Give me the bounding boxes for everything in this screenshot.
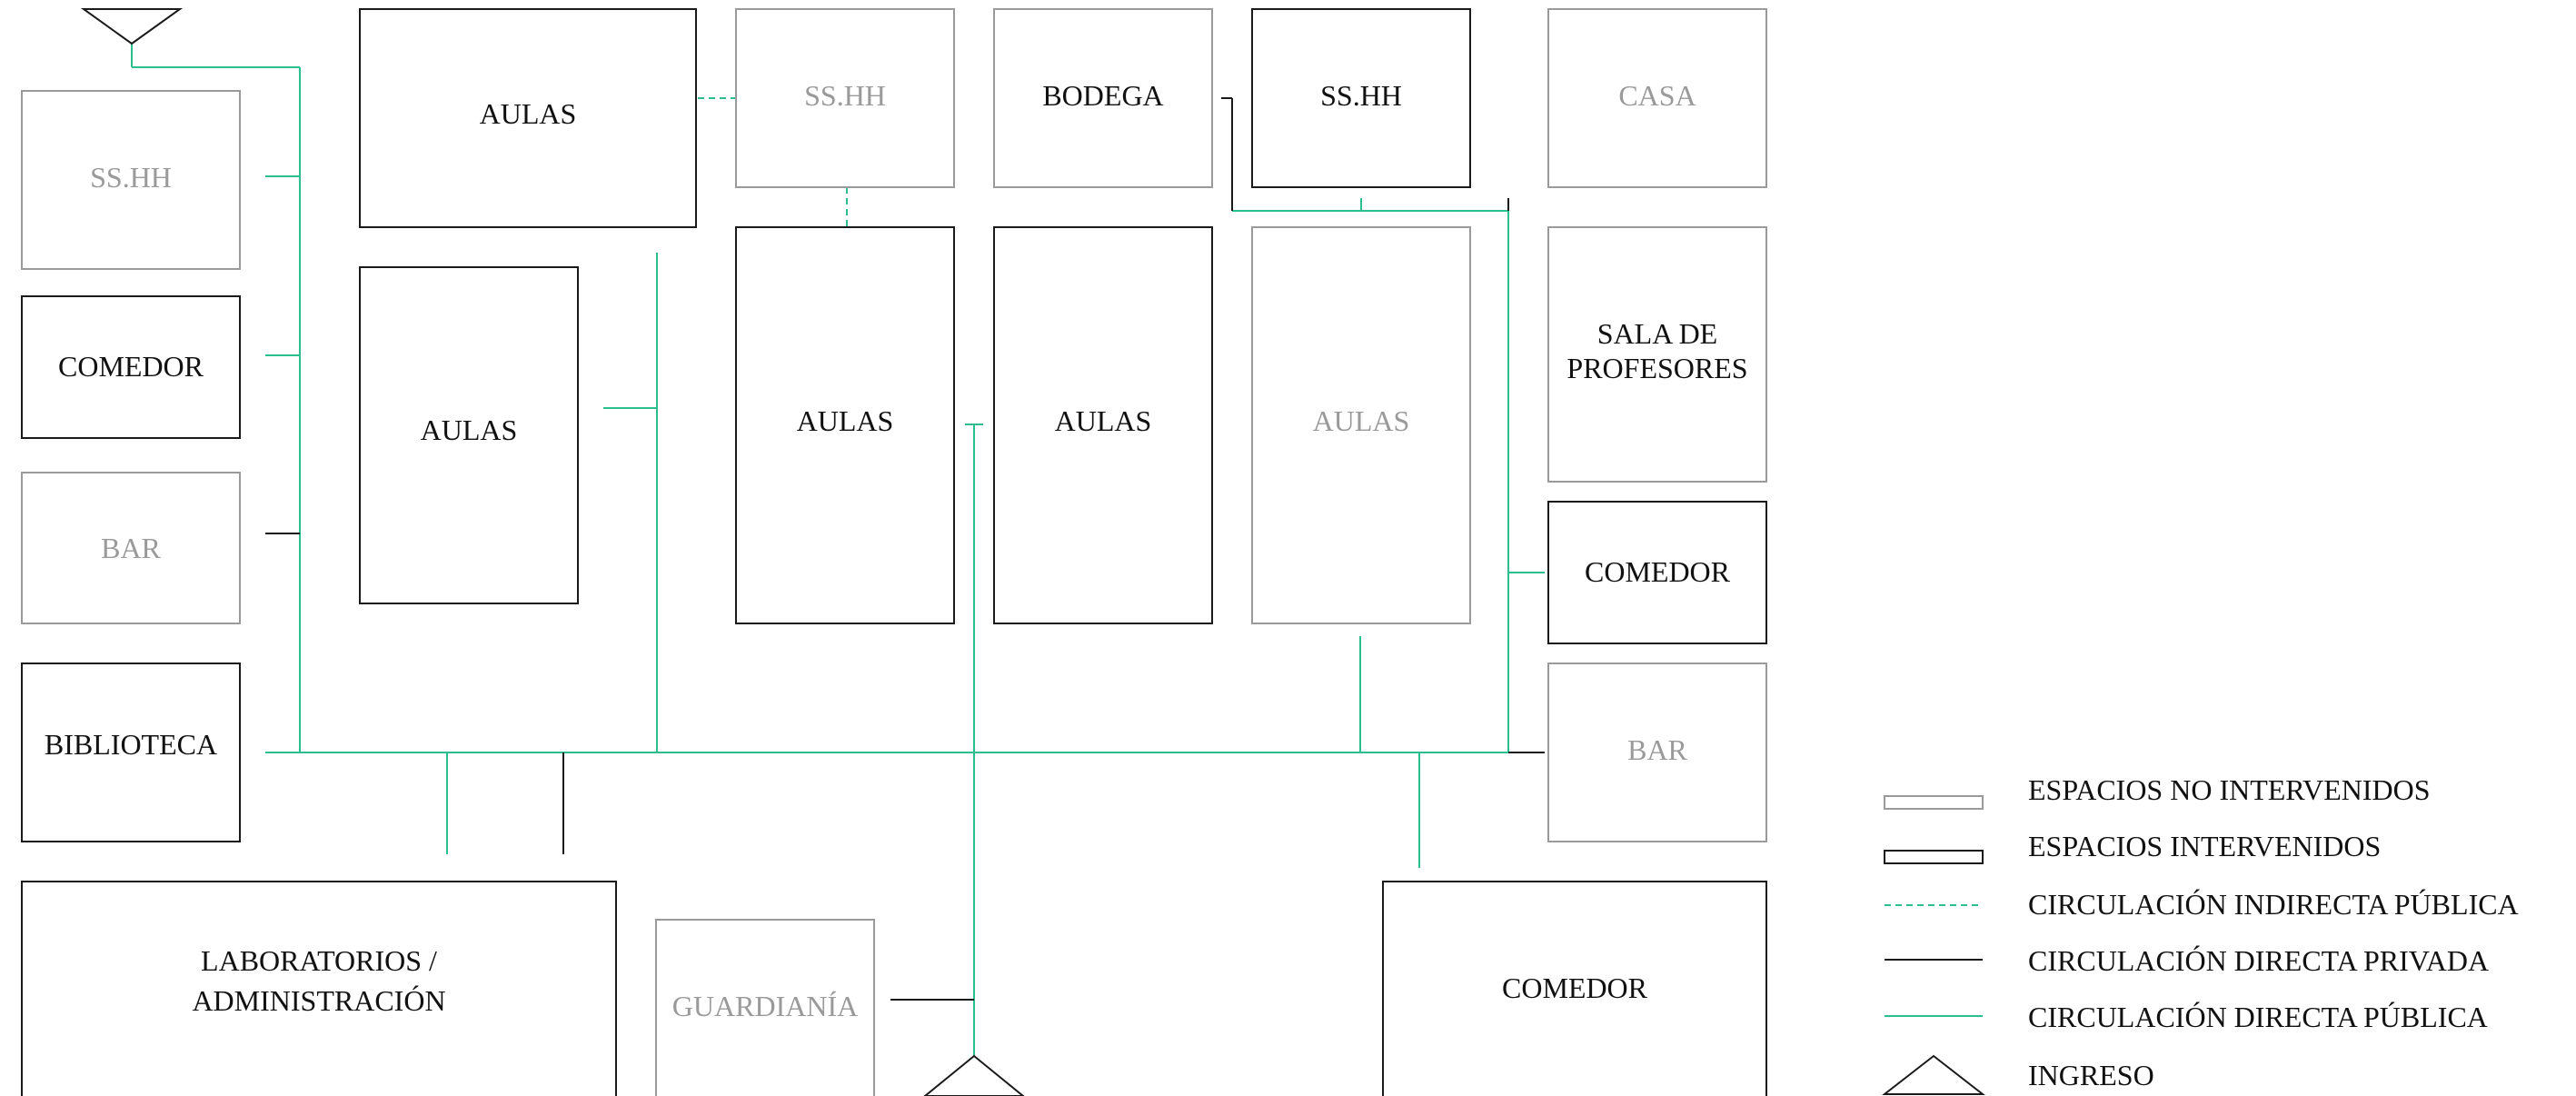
- room-label: BIBLIOTECA: [45, 728, 217, 761]
- room-label: COMEDOR: [1585, 555, 1731, 588]
- room-label: AULAS: [421, 413, 518, 446]
- legend-label: ESPACIOS INTERVENIDOS: [2028, 830, 2381, 862]
- legend-item-entrance: INGRESO: [1882, 1054, 2154, 1095]
- entrance-top-triangle-icon: [80, 8, 184, 45]
- room-aulas-top: AULAS: [359, 8, 697, 228]
- legend-label: INGRESO: [2028, 1059, 2154, 1091]
- room-aulas-gray: AULAS: [1251, 226, 1471, 624]
- room-label-line-1: LABORATORIOS /: [201, 944, 437, 977]
- legend-item-direct-public: CIRCULACIÓN DIRECTA PÚBLICA: [1885, 1001, 2488, 1033]
- room-label: BODEGA: [1042, 79, 1163, 112]
- room-label: AULAS: [797, 404, 894, 437]
- room-label: SS.HH: [804, 79, 886, 112]
- public-circulation-lines: [131, 44, 1545, 1056]
- entrance-bottom-triangle-icon: [923, 1054, 1025, 1096]
- room-aulas-center: AULAS: [735, 226, 955, 624]
- room-aulas-center-right: AULAS: [993, 226, 1213, 624]
- room-label: SS.HH: [1320, 79, 1402, 112]
- legend-label: CIRCULACIÓN DIRECTA PRIVADA: [2028, 944, 2489, 977]
- legend-label: CIRCULACIÓN INDIRECTA PÚBLICA: [2028, 888, 2519, 921]
- room-label: COMEDOR: [58, 350, 204, 383]
- room-biblioteca: BIBLIOTECA: [21, 663, 241, 842]
- room-ss-hh-left: SS.HH: [21, 90, 241, 270]
- legend-triangle-icon: [1882, 1054, 1985, 1095]
- room-comedor-left: COMEDOR: [21, 295, 241, 439]
- room-ss-hh-right: SS.HH: [1251, 8, 1471, 188]
- room-comedor-bottom: COMEDOR: [1382, 881, 1767, 1096]
- room-label: CASA: [1618, 79, 1696, 112]
- room-label: GUARDIANÍA: [672, 990, 858, 1022]
- legend-label: CIRCULACIÓN DIRECTA PÚBLICA: [2028, 1001, 2488, 1033]
- room-bodega: BODEGA: [993, 8, 1213, 188]
- room-label: COMEDOR: [1502, 971, 1648, 1004]
- legend-label: ESPACIOS NO INTERVENIDOS: [2028, 773, 2431, 806]
- room-aulas-mid-left: AULAS: [359, 266, 579, 604]
- legend-item-not-intervened: ESPACIOS NO INTERVENIDOS: [1884, 773, 2431, 810]
- indirect-circulation-lines: [698, 97, 848, 227]
- room-label: BAR: [101, 532, 161, 564]
- legend-swatch-black-rect: [1884, 850, 1984, 864]
- room-label: AULAS: [1313, 404, 1410, 437]
- room-label-line-2: PROFESORES: [1566, 352, 1747, 384]
- legend-item-intervened: ESPACIOS INTERVENIDOS: [1884, 830, 2381, 864]
- room-label: AULAS: [1055, 404, 1152, 437]
- legend-item-direct-private: CIRCULACIÓN DIRECTA PRIVADA: [1885, 944, 2489, 977]
- room-bar-left: BAR: [21, 472, 241, 624]
- room-comedor-right: COMEDOR: [1547, 501, 1767, 644]
- room-label: AULAS: [480, 97, 577, 130]
- private-circulation-lines: [265, 97, 1545, 1001]
- legend-item-indirect-public: CIRCULACIÓN INDIRECTA PÚBLICA: [1885, 888, 2519, 921]
- room-label-line-1: SALA DE: [1597, 317, 1717, 350]
- room-laboratorios: LABORATORIOS / ADMINISTRACIÓN: [21, 881, 617, 1096]
- room-casa: CASA: [1547, 8, 1767, 188]
- room-guardiania: GUARDIANÍA: [655, 919, 875, 1096]
- room-ss-hh-top: SS.HH: [735, 8, 955, 188]
- room-label: SS.HH: [90, 161, 172, 194]
- room-bar-right: BAR: [1547, 663, 1767, 842]
- room-label: BAR: [1627, 733, 1687, 766]
- room-label-line-2: ADMINISTRACIÓN: [192, 984, 445, 1017]
- room-sala-profesores: SALA DE PROFESORES: [1547, 226, 1767, 483]
- legend-swatch-gray-rect: [1884, 795, 1984, 810]
- legend: ESPACIOS NO INTERVENIDOS ESPACIOS INTERV…: [1882, 773, 2519, 1095]
